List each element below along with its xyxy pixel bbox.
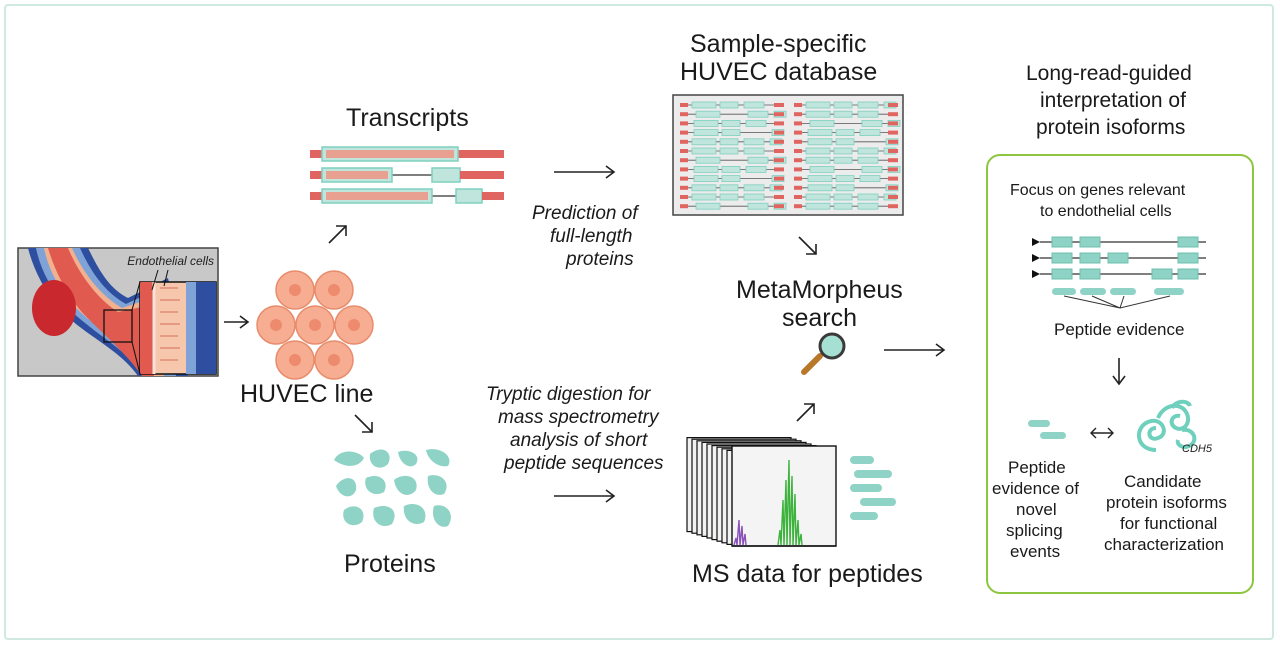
- double-arrow-icon: [1090, 427, 1114, 439]
- figure-frame: [4, 4, 1274, 640]
- interpretation-title-2: interpretation of: [1040, 89, 1186, 112]
- database-title-2: HUVEC database: [680, 58, 878, 86]
- peptide-evidence-label: Peptide evidence: [1054, 320, 1185, 339]
- huvec-line-label: HUVEC line: [240, 380, 374, 408]
- ms-data-label: MS data for peptides: [692, 560, 923, 588]
- gene-isoform-diagram: [1032, 236, 1206, 309]
- candidate-text-2: protein isoforms: [1106, 493, 1227, 512]
- diagonal-arrow-icon: [328, 225, 347, 244]
- novel-text-1: Peptide: [1008, 458, 1066, 477]
- focus-text-2: to endothelial cells: [1040, 203, 1172, 220]
- search-title-1: MetaMorpheus: [736, 276, 903, 304]
- endothelial-cells-label: Endothelial cells: [127, 254, 214, 268]
- right-arrow-icon: [884, 343, 946, 357]
- novel-text-3: novel: [1016, 500, 1057, 519]
- down-diagonal-arrow-icon: [798, 236, 817, 255]
- digestion-text-4: peptide sequences: [504, 453, 664, 474]
- protein-isoform-icon: CDH5: [1137, 399, 1213, 455]
- novel-text-5: events: [1010, 542, 1061, 561]
- digestion-text-2: mass spectrometry: [498, 407, 659, 428]
- search-title-2: search: [782, 304, 858, 332]
- protein-fragments: [334, 449, 451, 527]
- interpretation-title-1: Long-read-guided: [1026, 62, 1192, 85]
- right-arrow-icon: [554, 489, 616, 503]
- database-panel: [672, 94, 904, 216]
- gene-name-label: CDH5: [1182, 443, 1213, 455]
- candidate-text-3: for functional: [1120, 514, 1218, 533]
- novel-peptides-icon: [1028, 420, 1066, 439]
- transcripts-diagram: [310, 146, 504, 204]
- prediction-text-3: proteins: [566, 249, 634, 270]
- transcripts-label: Transcripts: [346, 104, 469, 132]
- ms-spectra: [686, 436, 896, 547]
- novel-text-2: evidence of: [992, 479, 1079, 498]
- interpretation-title-3: protein isoforms: [1036, 116, 1186, 139]
- novel-text-4: splicing: [1006, 521, 1063, 540]
- diagonal-arrow-icon: [796, 403, 815, 422]
- down-diagonal-arrow-icon: [354, 414, 373, 433]
- down-arrow-icon: [1112, 358, 1126, 386]
- digestion-text-3: analysis of short: [510, 430, 648, 451]
- blood-vessel-illustration: Endothelial cells: [17, 247, 219, 377]
- prediction-text-2: full-length: [550, 226, 633, 247]
- right-arrow-icon: [224, 315, 250, 329]
- candidate-text-1: Candidate: [1124, 472, 1202, 491]
- database-title-1: Sample-specific: [690, 30, 867, 58]
- candidate-text-4: characterization: [1104, 535, 1225, 554]
- magnifier-icon: [801, 332, 846, 375]
- right-arrow-icon: [554, 165, 616, 179]
- focus-text-1: Focus on genes relevant: [1010, 182, 1186, 199]
- huvec-cell-cluster: [256, 270, 374, 380]
- interpretation-box: [986, 154, 1254, 594]
- prediction-text-1: Prediction of: [532, 203, 638, 224]
- proteins-label: Proteins: [344, 550, 436, 578]
- digestion-text-1: Tryptic digestion for: [486, 384, 651, 405]
